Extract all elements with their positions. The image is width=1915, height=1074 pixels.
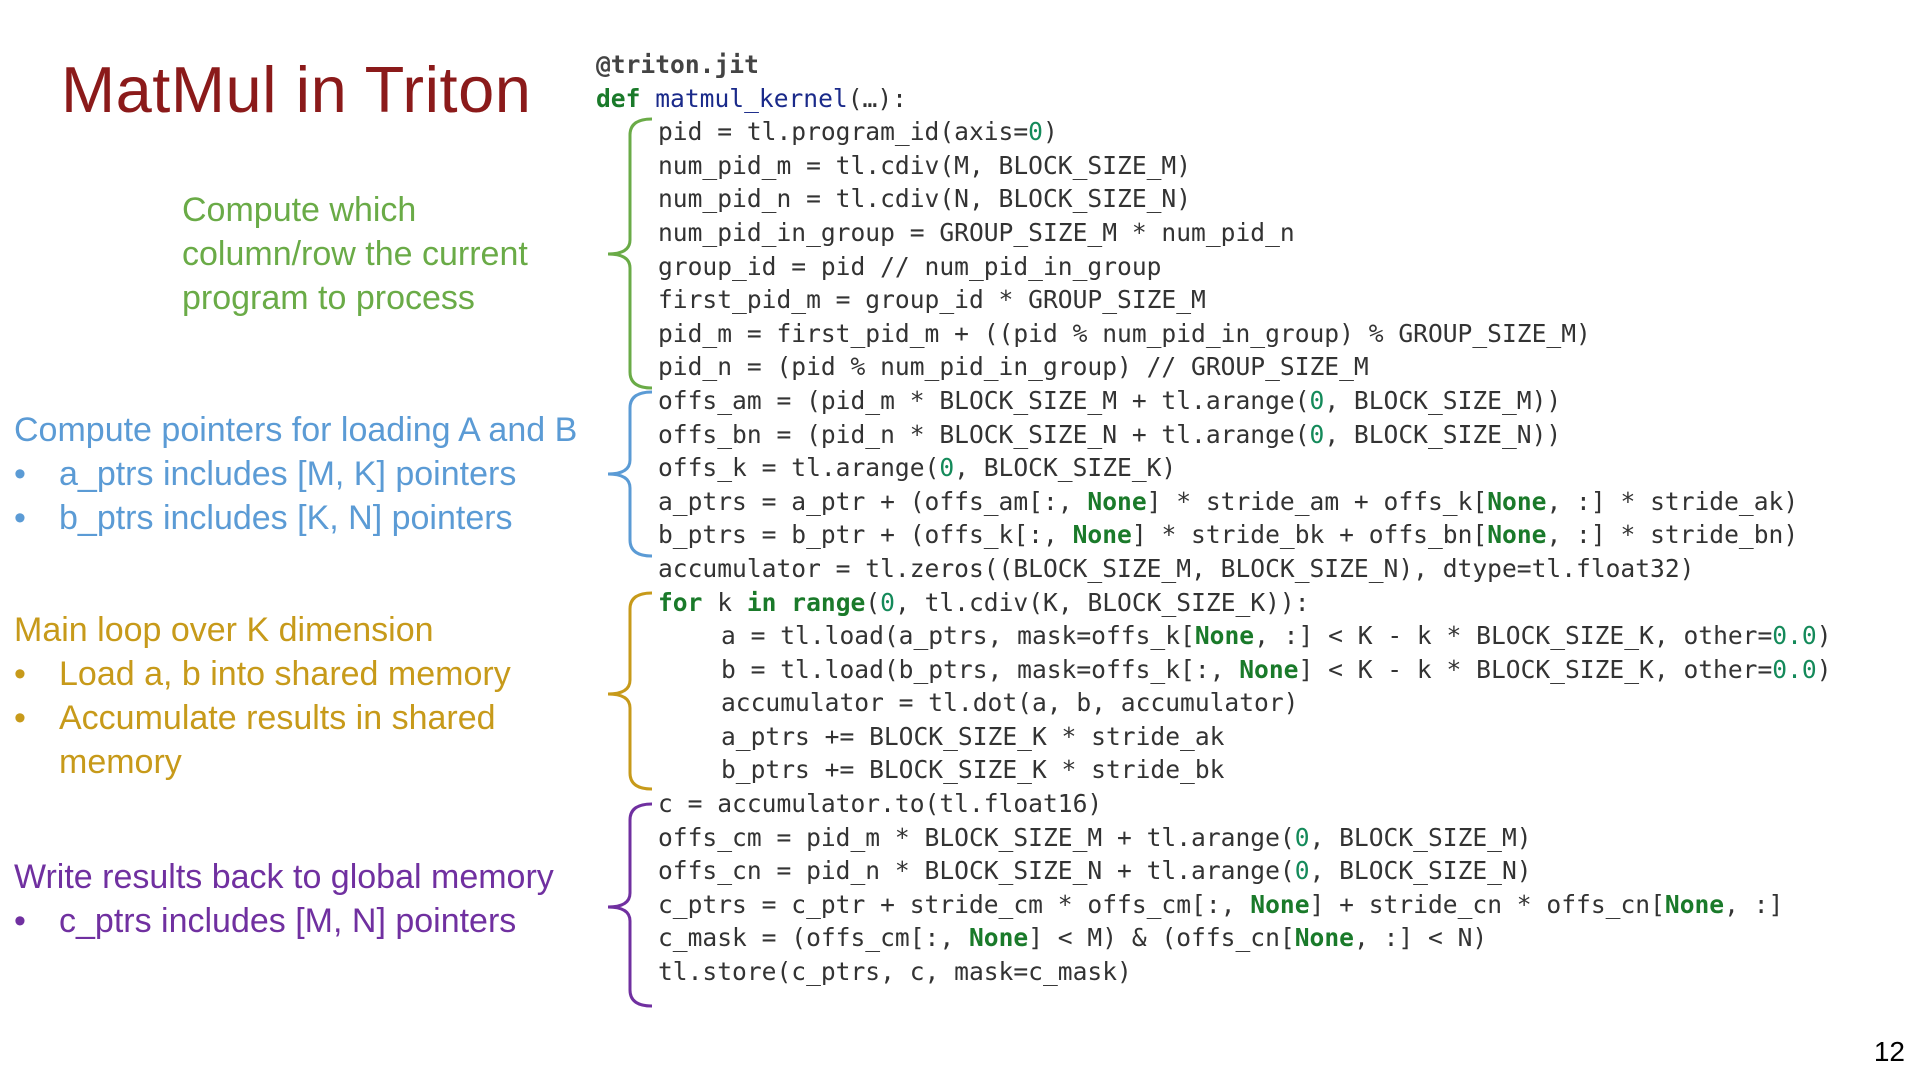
code-line: offs_cn = pid_n * BLOCK_SIZE_N + tl.aran… <box>658 856 1532 886</box>
brace-purple <box>607 802 653 1008</box>
code-line: num_pid_n = tl.cdiv(N, BLOCK_SIZE_N) <box>658 184 1192 214</box>
annotation-line: program to process <box>182 279 475 317</box>
annotation-line: column/row the current <box>182 235 528 273</box>
code-line: accumulator = tl.dot(a, b, accumulator) <box>721 688 1299 718</box>
annotation-bullet: b_ptrs includes [K, N] pointers <box>14 496 577 540</box>
code-line: a = tl.load(a_ptrs, mask=offs_k[None, :]… <box>721 621 1832 651</box>
code-line: b = tl.load(b_ptrs, mask=offs_k[:, None]… <box>721 654 1832 684</box>
annotation-bullet: a_ptrs includes [M, K] pointers <box>14 452 577 496</box>
code-line: offs_bn = (pid_n * BLOCK_SIZE_N + tl.ara… <box>658 419 1562 449</box>
annotation-compute-pointers: Compute pointers for loading A and B a_p… <box>14 408 577 540</box>
annotation-bullet: Load a, b into shared memory <box>14 652 569 696</box>
code-line: c_ptrs = c_ptr + stride_cm * offs_cm[:, … <box>658 889 1784 919</box>
annotation-heading: Write results back to global memory <box>14 858 554 896</box>
annotation-heading: Main loop over K dimension <box>14 611 434 649</box>
code-line: group_id = pid // num_pid_in_group <box>658 251 1162 281</box>
code-line: c = accumulator.to(tl.float16) <box>658 789 1103 819</box>
code-line: b_ptrs = b_ptr + (offs_k[:, None] * stri… <box>658 520 1799 550</box>
annotation-line: Compute which <box>182 191 417 229</box>
code-line: offs_am = (pid_m * BLOCK_SIZE_M + tl.ara… <box>658 385 1562 415</box>
brace-gold <box>607 591 653 791</box>
code-line: first_pid_m = group_id * GROUP_SIZE_M <box>658 285 1206 315</box>
annotation-compute-pid: Compute which column/row the current pro… <box>182 188 528 320</box>
code-line: b_ptrs += BLOCK_SIZE_K * stride_bk <box>721 755 1225 785</box>
annotation-write-back: Write results back to global memory c_pt… <box>14 855 554 943</box>
code-line: a_ptrs = a_ptr + (offs_am[:, None] * str… <box>658 486 1799 516</box>
page-number: 12 <box>1873 1036 1905 1067</box>
code-line: pid_m = first_pid_m + ((pid % num_pid_in… <box>658 318 1591 348</box>
code-line: c_mask = (offs_cm[:, None] < M) & (offs_… <box>658 923 1488 953</box>
code-line: num_pid_m = tl.cdiv(M, BLOCK_SIZE_M) <box>658 150 1192 180</box>
annotation-heading: Compute pointers for loading A and B <box>14 411 578 449</box>
slide-title: MatMul in Triton <box>61 53 532 126</box>
code-line: a_ptrs += BLOCK_SIZE_K * stride_ak <box>721 721 1225 751</box>
code-line: pid_n = (pid % num_pid_in_group) // GROU… <box>658 352 1369 382</box>
brace-green <box>607 117 653 390</box>
code-def-line: def matmul_kernel(…): <box>596 83 907 113</box>
annotation-bullet: c_ptrs includes [M, N] pointers <box>14 899 554 943</box>
code-line: for k in range(0, tl.cdiv(K, BLOCK_SIZE_… <box>658 587 1310 617</box>
code-line: num_pid_in_group = GROUP_SIZE_M * num_pi… <box>658 217 1295 247</box>
code-line: accumulator = tl.zeros((BLOCK_SIZE_M, BL… <box>658 553 1695 583</box>
brace-blue <box>607 390 653 558</box>
code-block: @triton.jit def matmul_kernel(…): pid = … <box>596 48 1832 989</box>
code-decorator: @triton.jit <box>596 50 759 79</box>
code-line: offs_k = tl.arange(0, BLOCK_SIZE_K) <box>658 453 1177 483</box>
code-line: offs_cm = pid_m * BLOCK_SIZE_M + tl.aran… <box>658 822 1532 852</box>
code-line: pid = tl.program_id(axis=0) <box>658 117 1058 147</box>
annotation-main-loop: Main loop over K dimension Load a, b int… <box>14 608 569 784</box>
annotation-bullet: Accumulate results in shared memory <box>14 696 569 784</box>
code-line: tl.store(c_ptrs, c, mask=c_mask) <box>658 957 1132 987</box>
